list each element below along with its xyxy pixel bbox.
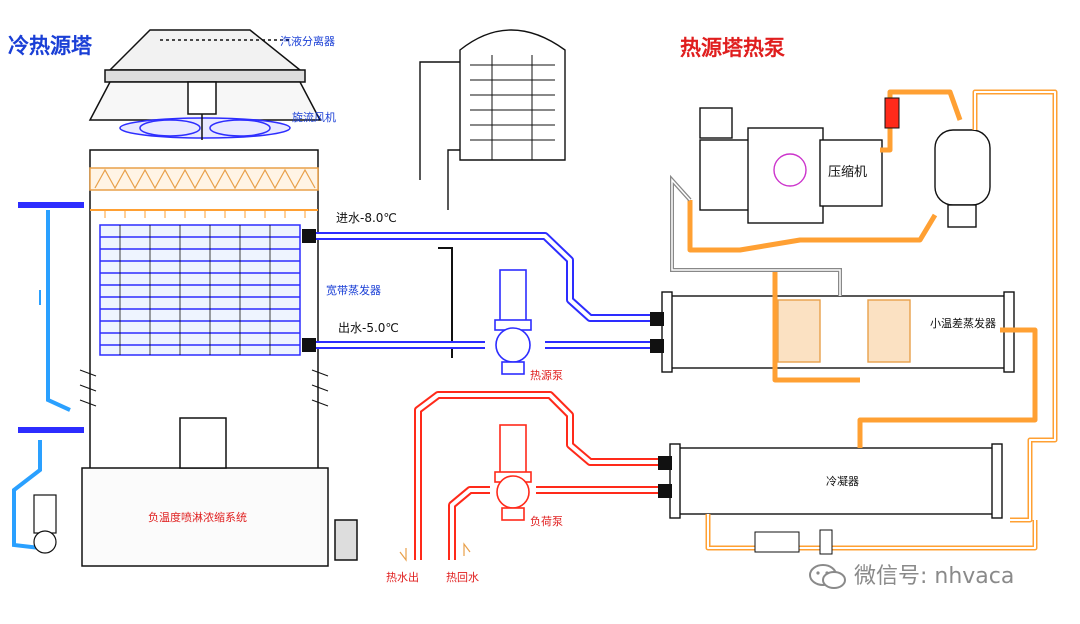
heatpump-title: 热源塔热泵 <box>680 36 785 60</box>
oil-separator-icon <box>934 129 991 228</box>
concentration-system-label: 负温度喷淋浓缩系统 <box>148 511 247 524</box>
cold-tower-title: 冷热源塔 <box>8 34 92 58</box>
heat-source-pump-label: 热源泵 <box>530 369 563 382</box>
inlet-water-label: 进水-8.0℃ <box>336 211 397 225</box>
fan-label: 旋流风机 <box>292 111 336 124</box>
filter-unit <box>334 519 358 561</box>
small-evaporator-label: 小温差蒸发器 <box>930 317 996 330</box>
fan-icon <box>119 117 291 139</box>
wide-evaporator-label: 宽带蒸发器 <box>326 284 381 297</box>
tower-hood-band <box>104 69 306 83</box>
watermark: 微信号: nhvaca <box>808 562 1014 592</box>
expansion-valve-icon <box>754 97 900 555</box>
basin-tank <box>179 417 227 469</box>
compressor-unit <box>699 107 883 224</box>
wechat-icon <box>809 564 846 589</box>
load-pump-icon <box>494 424 532 521</box>
condenser <box>669 443 1003 519</box>
separator-tank-icon <box>419 29 566 358</box>
tower-hood <box>108 29 303 71</box>
heat-source-pump-icon <box>494 269 532 375</box>
basin-pump-icon <box>33 494 57 554</box>
separator-label: 汽液分离器 <box>280 35 335 48</box>
hot-water-arrows <box>399 542 471 562</box>
fan-motor <box>187 81 217 115</box>
outlet-water-label: 出水-5.0℃ <box>338 321 399 335</box>
hot-water-loop <box>414 391 668 560</box>
hot-water-return-label: 热回水 <box>446 571 479 584</box>
cooling-tower <box>79 29 358 567</box>
small-evaporator <box>661 291 1015 373</box>
tower-side-pipe <box>12 202 84 550</box>
hot-water-out-label: 热水出 <box>386 571 419 584</box>
load-pump-label: 负荷泵 <box>530 515 563 528</box>
hx-nozzles <box>302 229 672 498</box>
compressor-label: 压缩机 <box>828 165 868 180</box>
watermark-text: 微信号: nhvaca <box>854 564 1015 589</box>
condenser-label: 冷凝器 <box>826 475 859 488</box>
